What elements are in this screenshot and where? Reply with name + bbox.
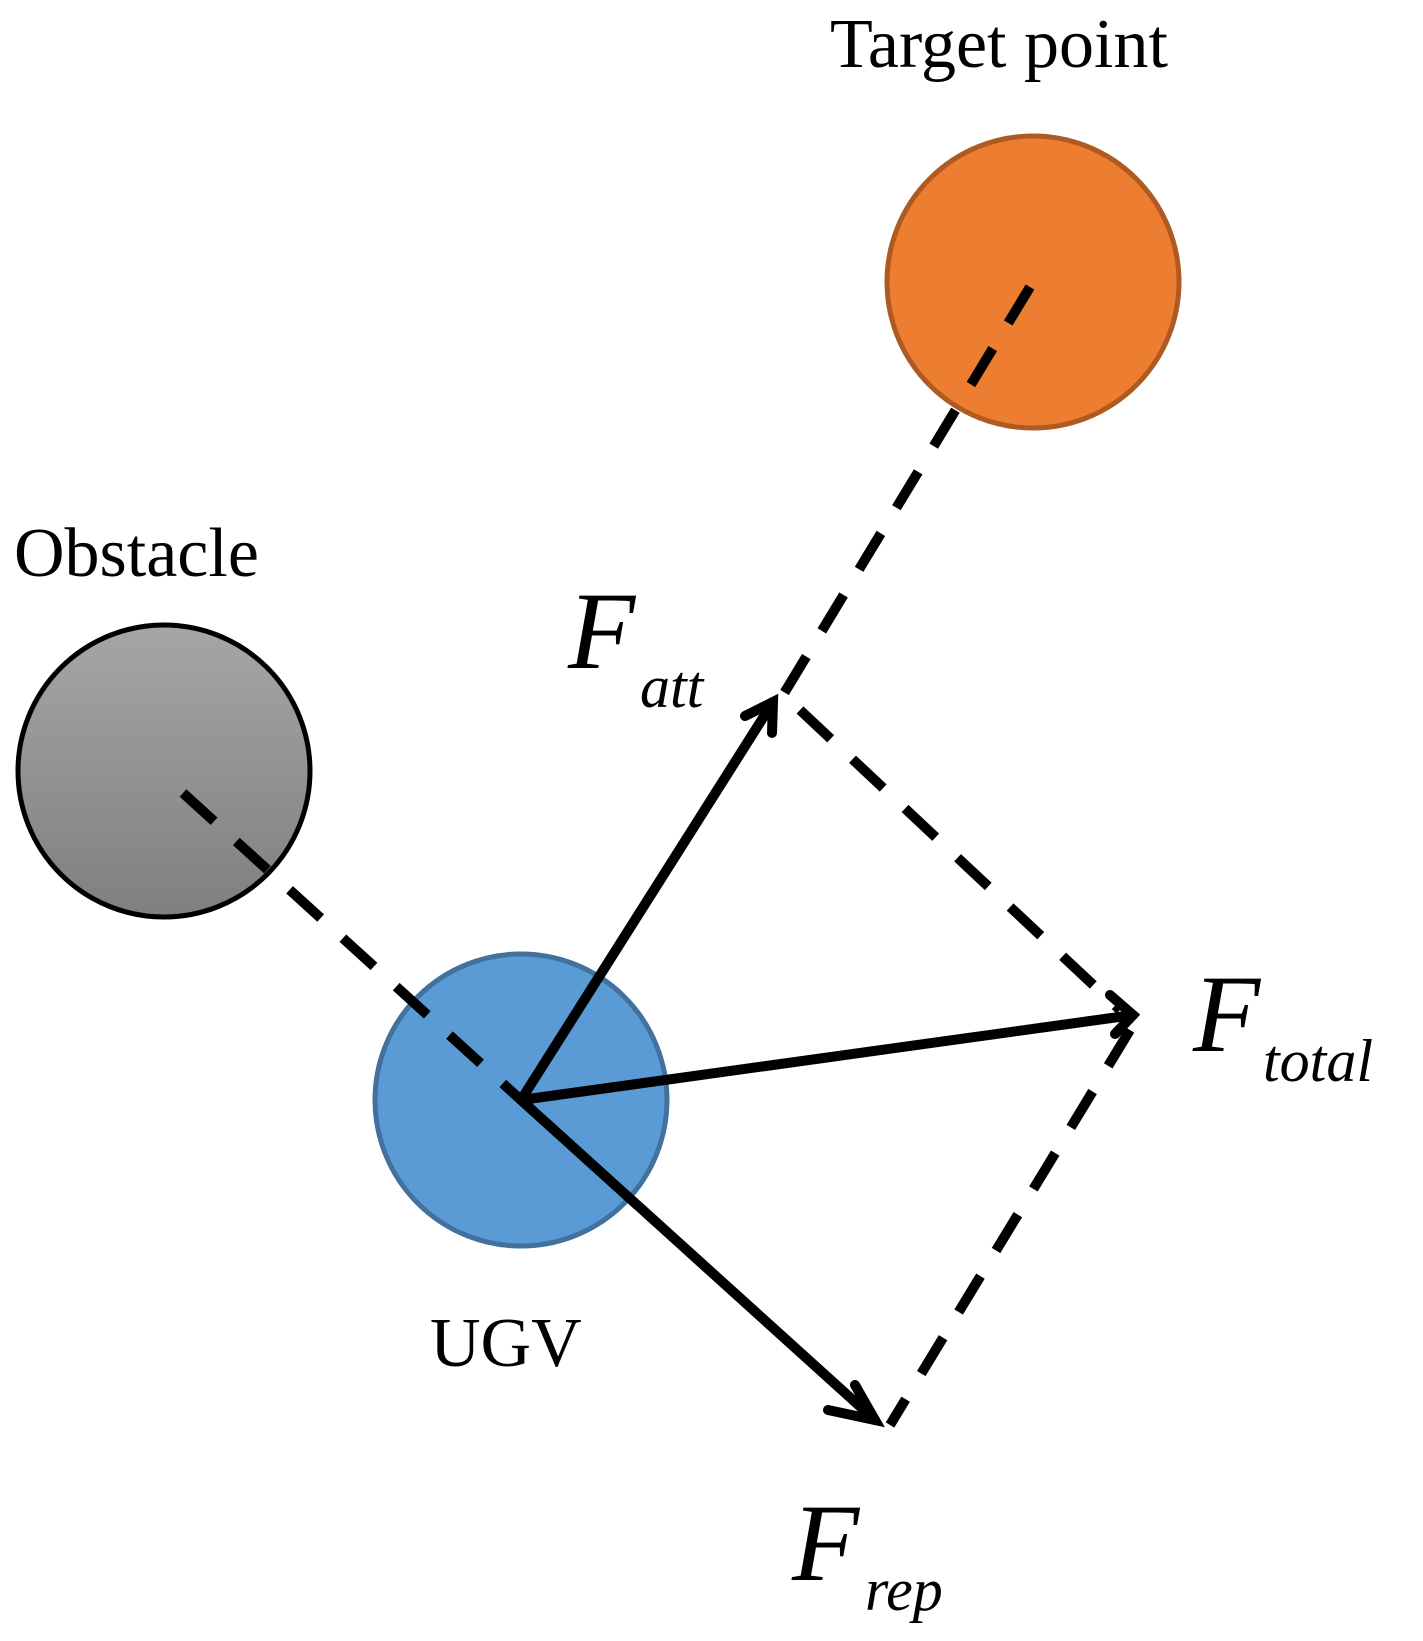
f-rep-subscript: rep (865, 1557, 943, 1623)
f-rep-label: F rep (791, 1482, 943, 1623)
f-total-vector (516, 1010, 1138, 1105)
obstacle-to-ugv-dashed-line (179, 789, 525, 1104)
f-total-arrowhead (1105, 990, 1141, 1039)
obstacle-label: Obstacle (14, 515, 259, 592)
target-point-label: Target point (830, 6, 1168, 83)
ugv-label: UGV (430, 1305, 582, 1382)
att-to-total-dashed-line (796, 706, 1124, 1014)
f-rep-arrowhead (823, 1380, 885, 1428)
obstacle-circle (15, 622, 313, 920)
f-att-vector (516, 697, 778, 1105)
f-att-label: F att (567, 570, 705, 720)
f-att-symbol: F (567, 570, 637, 692)
target-point-circle (884, 133, 1182, 431)
f-att-subscript: att (640, 654, 705, 720)
f-total-symbol: F (1192, 953, 1262, 1075)
f-total-label: F total (1192, 953, 1373, 1094)
rep-to-total-dashed-line (885, 1027, 1135, 1428)
ugv-to-target-dashed-line (775, 284, 1035, 703)
f-rep-symbol: F (791, 1482, 861, 1604)
f-att-arrowhead (740, 693, 779, 738)
f-total-subscript: total (1263, 1028, 1373, 1094)
f-rep-vector (516, 1095, 880, 1425)
